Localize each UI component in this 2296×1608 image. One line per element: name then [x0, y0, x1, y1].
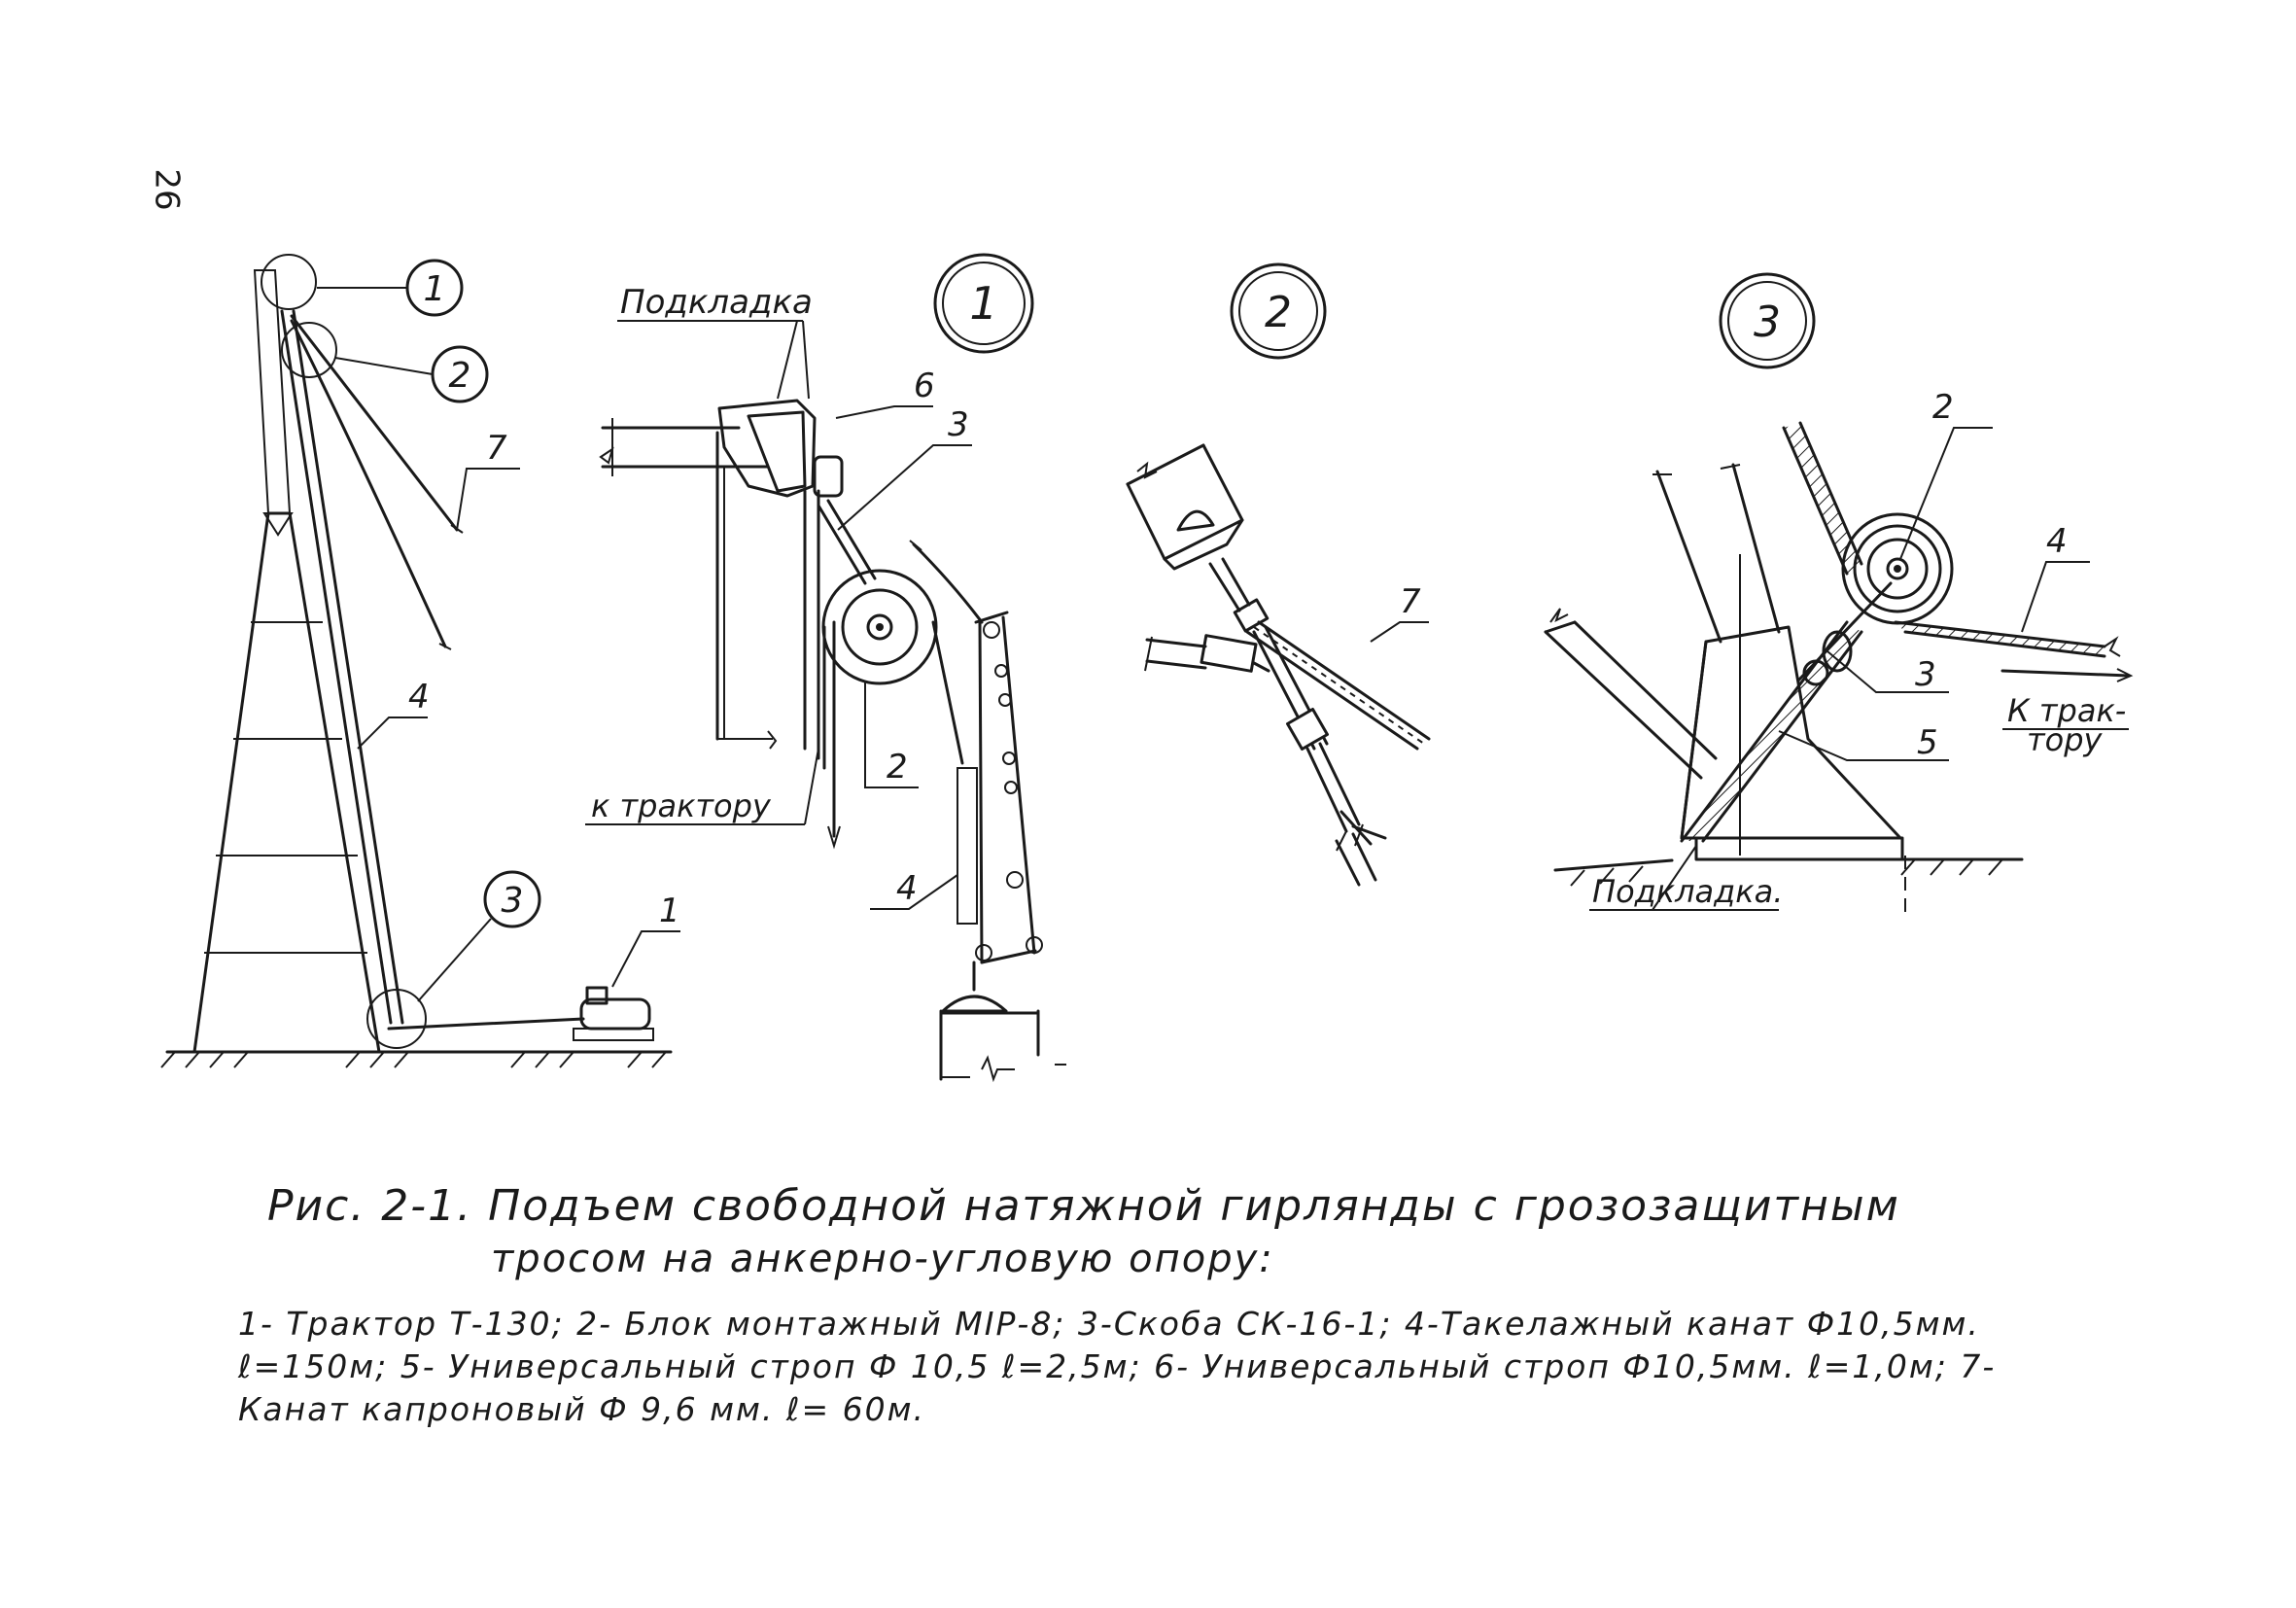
tower-view: 1 2 3 7 4 1 — [160, 254, 680, 1068]
anchor-tower — [192, 269, 585, 1054]
detail-1-leader-4: 4 — [896, 869, 918, 908]
detail-2-circle — [1230, 262, 1327, 360]
detail-3-title: 3 — [1754, 297, 1781, 347]
tractor — [573, 986, 654, 1041]
callout-3 — [483, 870, 541, 928]
detail-1-leader-2: 2 — [887, 748, 908, 787]
detail-1-tractor-label: к трактору — [591, 787, 772, 824]
detail-1-title: 1 — [969, 277, 997, 330]
detail-3-tractor-label-1: К трак- — [2007, 692, 2126, 729]
detail-3-leader-4: 4 — [2046, 522, 2068, 561]
callout-ring-2 — [281, 322, 337, 378]
detail-3-leader-3: 3 — [1915, 655, 1936, 694]
caption-legend: 1- Трактор Т-130; 2- Блок монтажный МIР-… — [238, 1305, 1997, 1428]
leader-1: 1 — [659, 891, 680, 930]
leader-4: 4 — [408, 678, 430, 717]
detail-1-leader-6: 6 — [914, 367, 935, 405]
detail-1-pad-label: Подкладка — [620, 283, 813, 322]
detail-3-circle — [1719, 272, 1816, 369]
detail-1: 1 Подкладка — [585, 253, 1066, 1083]
callout-2-label: 2 — [449, 356, 471, 396]
figure-caption: Рис. 2-1. Подъем свободной натяжной гирл… — [238, 1181, 2163, 1431]
callout-1-label: 1 — [424, 269, 446, 309]
leader-7: 7 — [486, 429, 507, 468]
detail-3-leader-5: 5 — [1917, 723, 1938, 762]
detail-1-circle — [933, 253, 1034, 354]
detail-2-title: 2 — [1265, 288, 1292, 337]
detail-3: 3 — [1544, 272, 2134, 914]
detail-3-leader-2: 2 — [1932, 388, 1954, 427]
detail-1-leader-3: 3 — [948, 405, 969, 444]
detail-3-pad-label: Подкладка. — [1592, 873, 1783, 910]
ground-line — [160, 1050, 673, 1068]
callout-3-label: 3 — [502, 881, 524, 921]
callout-ring-1 — [261, 254, 317, 310]
caption-title-continued: тросом на анкерно-угловую опору: — [491, 1237, 1274, 1281]
detail-2: 2 7 — [1126, 262, 1431, 887]
detail-2-leader-7: 7 — [1400, 582, 1421, 621]
caption-title: Рис. 2-1. Подъем свободной натяжной гирл… — [267, 1181, 1900, 1231]
detail-3-tractor-label-2: тору — [2027, 721, 2104, 758]
callout-ring-3 — [366, 989, 427, 1049]
